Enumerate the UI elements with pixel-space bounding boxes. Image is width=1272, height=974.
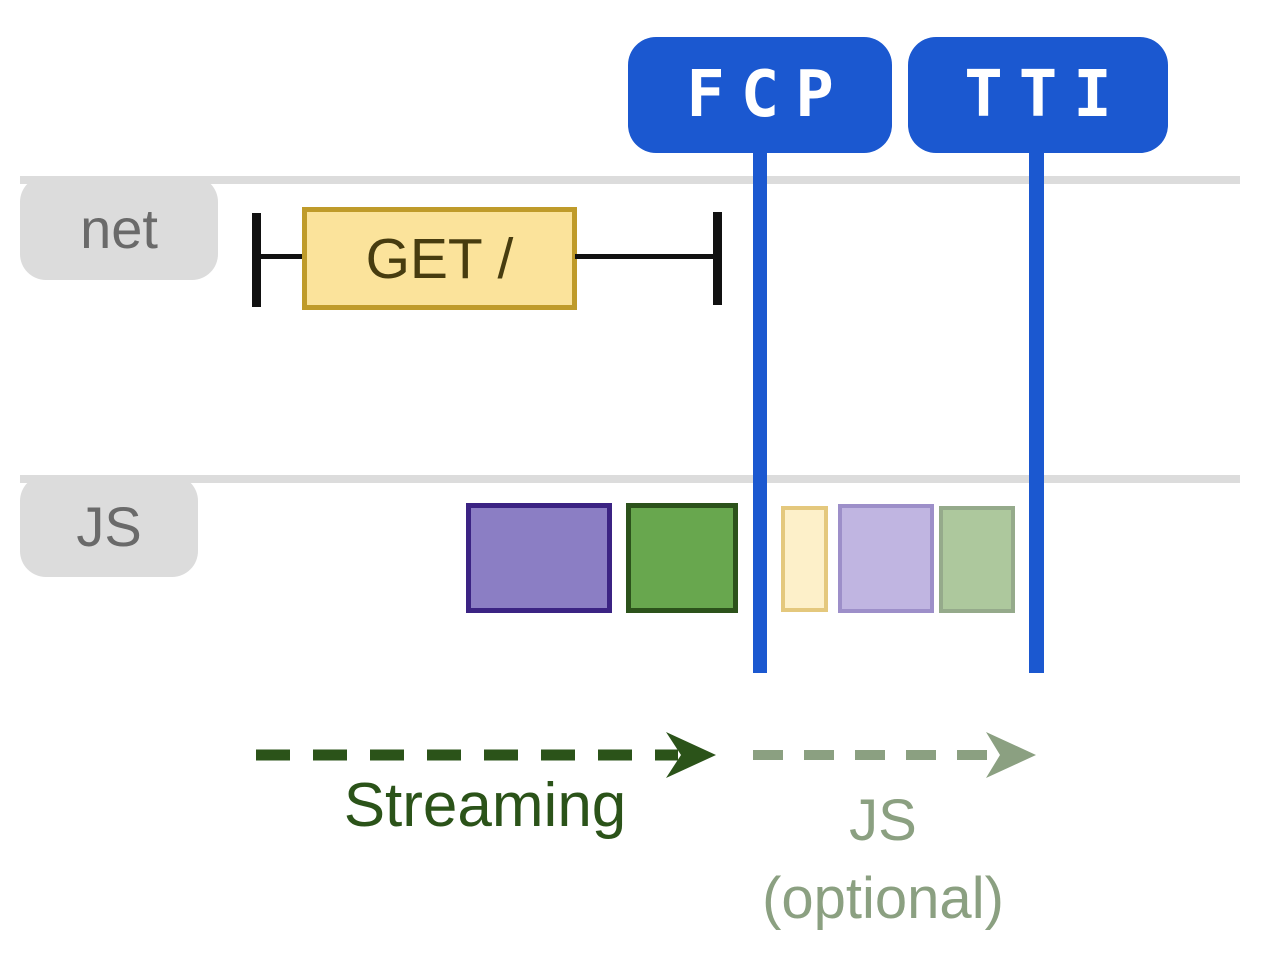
- tti-badge-label: TTI: [964, 58, 1128, 132]
- js-chunk-block-faded: [781, 506, 828, 612]
- fcp-badge: FCP: [628, 37, 892, 153]
- js-chunk-block: [626, 503, 738, 613]
- js-optional-phase-label: JS (optional): [695, 782, 1071, 938]
- streaming-phase-label: Streaming: [240, 770, 730, 841]
- net-track-line: [20, 176, 1240, 184]
- js-row-label-text: JS: [76, 494, 142, 558]
- phase-arrows: [256, 732, 1036, 778]
- js-track-line: [20, 475, 1240, 483]
- js-row-label: JS: [20, 475, 198, 577]
- get-request-box: GET /: [302, 207, 577, 310]
- request-left-connector: [259, 254, 305, 259]
- js-optional-label-line1: JS: [849, 788, 917, 853]
- request-start-whisker: [252, 213, 261, 307]
- request-end-whisker: [713, 212, 722, 305]
- net-row-label: net: [20, 176, 218, 280]
- net-row-label-text: net: [80, 196, 158, 260]
- streaming-arrowhead-icon: [666, 732, 716, 778]
- tti-marker-line: [1029, 153, 1044, 673]
- js-chunk-block-faded: [939, 506, 1015, 613]
- get-request-label: GET /: [365, 226, 514, 291]
- fcp-badge-label: FCP: [686, 58, 850, 132]
- js-chunk-block: [466, 503, 612, 613]
- streaming-phase-label-text: Streaming: [343, 771, 627, 840]
- js-chunk-block-faded: [838, 504, 934, 613]
- request-right-connector: [575, 254, 715, 259]
- fcp-marker-line: [753, 153, 767, 673]
- tti-badge: TTI: [908, 37, 1168, 153]
- js-optional-arrowhead-icon: [986, 732, 1036, 778]
- js-optional-label-line2: (optional): [762, 866, 1004, 931]
